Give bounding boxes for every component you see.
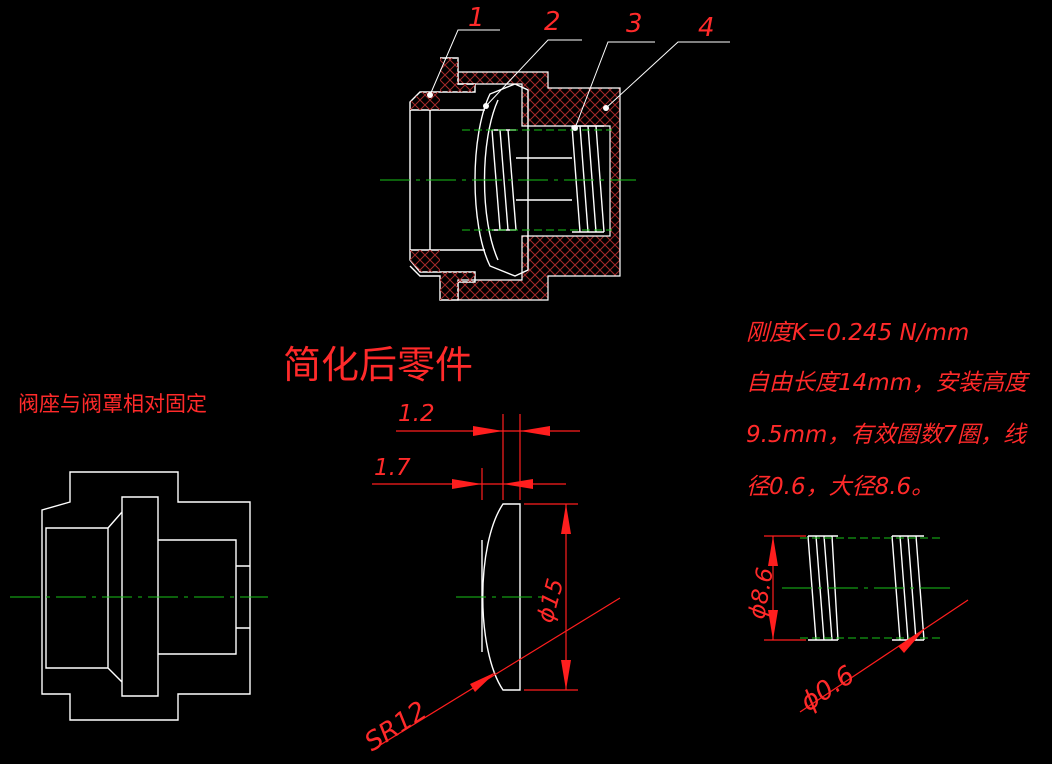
dim-wire-diameter: ϕ0.6 xyxy=(795,660,860,718)
spring-guide-lines xyxy=(516,157,572,201)
disc-detail-view: 1.2 1.7 ϕ15 SR12 xyxy=(359,401,621,758)
valve-disc xyxy=(474,83,529,277)
svg-text:自由长度14mm，安装高度: 自由长度14mm，安装高度 xyxy=(746,370,1031,396)
title-simplified-parts: 简化后零件 xyxy=(283,343,473,387)
seat-body-outline xyxy=(41,471,251,721)
balloon-1: 1 xyxy=(468,3,485,33)
assembly-spring-right xyxy=(571,125,605,233)
balloon-4: 4 xyxy=(698,13,715,43)
valve-seat-hatch-lower xyxy=(410,250,475,300)
valve-cover-hatch xyxy=(457,71,621,301)
spring-specification: 刚度K=0.245 N/mm 自由长度14mm，安装高度 9.5mm，有效圈数7… xyxy=(746,320,1031,500)
disc-profile xyxy=(482,503,521,691)
dim-thickness-2: 1.7 xyxy=(374,455,411,481)
dim-thickness-1: 1.2 xyxy=(398,401,435,427)
dim-diameter: ϕ15 xyxy=(533,576,570,626)
svg-text:9.5mm，有效圈数7圈，线: 9.5mm，有效圈数7圈，线 xyxy=(746,422,1028,448)
simplified-seat-view xyxy=(10,471,268,721)
spring-detail-view: ϕ8.6 ϕ0.6 xyxy=(744,535,969,718)
valve-seat-hatch xyxy=(410,58,475,110)
balloon-2: 2 xyxy=(544,7,561,37)
svg-text:径0.6，大径8.6。: 径0.6，大径8.6。 xyxy=(746,474,934,500)
balloon-3: 3 xyxy=(626,9,643,39)
svg-text:刚度K=0.245 N/mm: 刚度K=0.245 N/mm xyxy=(746,320,969,346)
assembly-section-view: 1 2 3 4 xyxy=(380,3,730,301)
dim-radius: SR12 xyxy=(359,696,432,758)
note-seat-fixed: 阀座与阀罩相对固定 xyxy=(18,392,207,416)
